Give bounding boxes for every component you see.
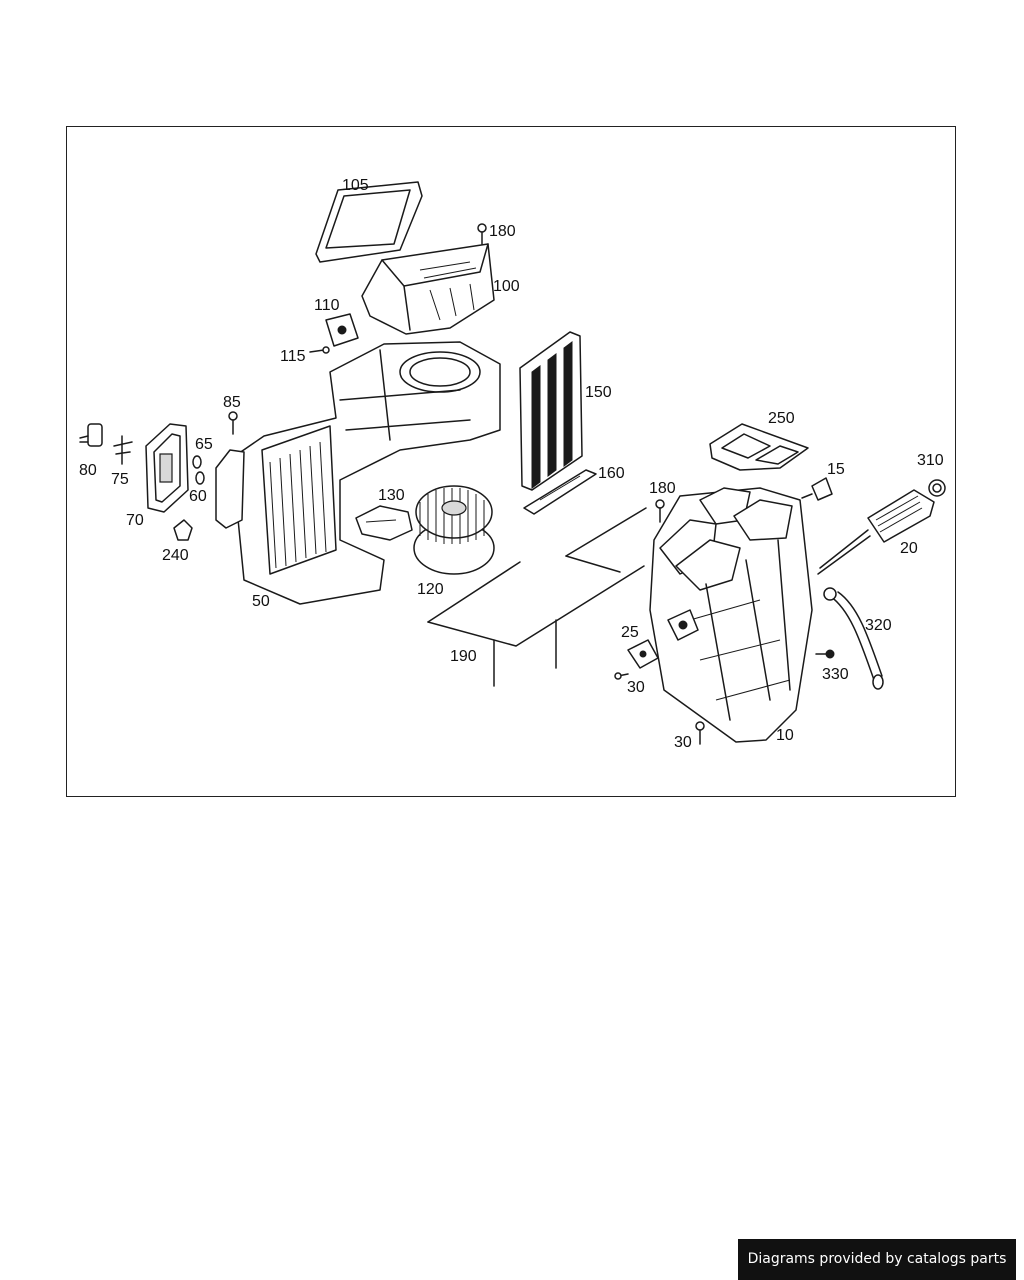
- label-15: 15: [827, 461, 845, 478]
- part-valve-plate: [215, 449, 245, 529]
- part-30-screw-b: [695, 721, 705, 745]
- label-75: 75: [111, 471, 129, 488]
- part-320-hose: [823, 587, 884, 690]
- part-105-gasket: [315, 181, 423, 263]
- label-80: 80: [79, 462, 97, 479]
- part-190-foil: [427, 507, 647, 687]
- part-70-gasket: [145, 423, 189, 513]
- label-100: 100: [493, 278, 520, 295]
- part-330-screw: [815, 649, 835, 659]
- label-110: 110: [314, 297, 340, 314]
- credit-banner: Diagrams provided by catalogs parts: [738, 1239, 1016, 1280]
- label-50: 50: [252, 593, 270, 610]
- label-240: 240: [162, 547, 189, 564]
- label-310: 310: [917, 452, 944, 469]
- part-80-sensor: [79, 423, 103, 447]
- part-50-evaporator-housing: [231, 341, 501, 605]
- part-75-clip: [113, 435, 133, 465]
- part-120-blower: [413, 485, 495, 575]
- label-120: 120: [417, 581, 444, 598]
- part-25-actuator-upper: [667, 609, 699, 641]
- part-150-filter: [519, 331, 583, 491]
- label-25: 25: [621, 624, 639, 641]
- part-130-resistor: [355, 505, 413, 541]
- label-320: 320: [865, 617, 892, 634]
- label-30-b: 30: [674, 734, 692, 751]
- label-160: 160: [598, 465, 625, 482]
- part-65-oring: [192, 455, 202, 469]
- label-10: 10: [776, 727, 794, 744]
- part-180-screw-right: [655, 499, 665, 523]
- label-130: 130: [378, 487, 405, 504]
- part-60-oring: [195, 471, 205, 485]
- part-115-screw: [309, 346, 330, 354]
- part-110-actuator: [325, 313, 359, 347]
- label-70: 70: [126, 512, 144, 529]
- part-20-heater-core: [817, 489, 935, 575]
- label-115: 115: [280, 348, 306, 365]
- part-25-actuator: [627, 639, 659, 669]
- label-60: 60: [189, 488, 207, 505]
- label-180-right: 180: [649, 480, 676, 497]
- label-30-a: 30: [627, 679, 645, 696]
- part-85-screw: [228, 411, 238, 435]
- part-10-heater-housing: [649, 487, 813, 743]
- part-310-grommet: [928, 479, 946, 497]
- label-190: 190: [450, 648, 477, 665]
- label-85: 85: [223, 394, 241, 411]
- part-100-housing: [361, 243, 495, 335]
- part-240-cap: [173, 519, 193, 541]
- label-250: 250: [768, 410, 795, 427]
- part-250-gasket: [709, 423, 809, 471]
- label-20: 20: [900, 540, 918, 557]
- label-150: 150: [585, 384, 612, 401]
- part-15-sensor: [801, 477, 833, 501]
- diagram-frame: [66, 126, 956, 797]
- part-180-screw-top: [477, 223, 487, 245]
- label-105: 105: [342, 177, 369, 194]
- label-180-top: 180: [489, 223, 516, 240]
- label-65: 65: [195, 436, 213, 453]
- label-330: 330: [822, 666, 849, 683]
- part-160-frame: [523, 469, 597, 515]
- part-30-screw-a: [614, 672, 629, 680]
